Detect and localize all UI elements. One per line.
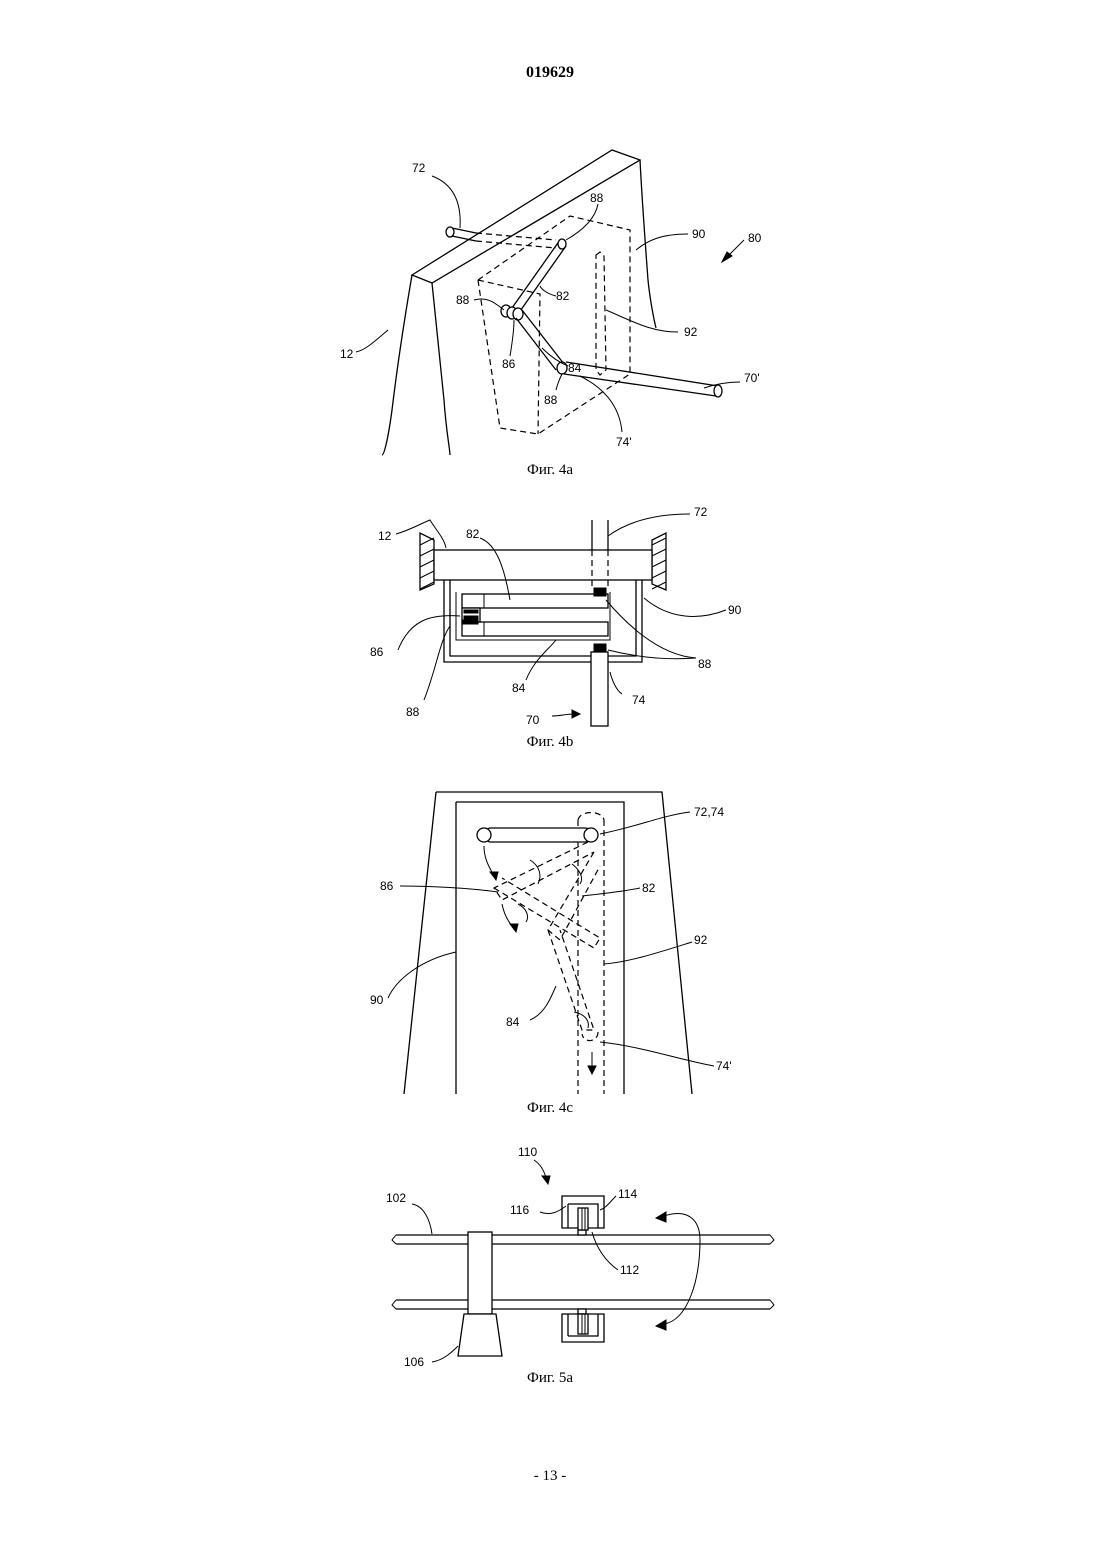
- caption-fig-4a: Фиг. 4a: [0, 462, 1100, 479]
- link-82-positions: [494, 842, 600, 940]
- caption-fig-5a: Фиг. 5a: [0, 1370, 1100, 1387]
- link-82: [462, 594, 608, 608]
- figure-5a-drawing: 110 102 116 114 112 106: [0, 1140, 1100, 1370]
- link-84: [516, 310, 567, 374]
- label-114: 114: [618, 1187, 637, 1201]
- leader-lines: [388, 812, 714, 1066]
- label-86: 86: [370, 645, 384, 659]
- label-12: 12: [378, 529, 392, 543]
- label-88: 88: [406, 705, 420, 719]
- label-82: 82: [466, 527, 480, 541]
- label-80: 80: [748, 231, 762, 245]
- label-88: 88: [544, 393, 558, 407]
- leader-lines: [396, 514, 726, 718]
- rod-72-74: [477, 828, 598, 842]
- label-110: 110: [518, 1145, 537, 1159]
- label-88: 88: [590, 191, 604, 205]
- wall-12-section: [420, 533, 666, 590]
- label-12: 12: [340, 347, 354, 361]
- figure-4c-drawing: 72,74 86 82 92 90 84 74': [0, 785, 1100, 1100]
- label-106: 106: [404, 1355, 424, 1369]
- figure-4b-drawing: 12 82 72 90 86 88 84 74 88 70: [0, 500, 1100, 730]
- rod-70-prime: [564, 362, 722, 397]
- document-number: 019629: [0, 64, 1100, 82]
- label-90: 90: [728, 603, 742, 617]
- label-70-prime: 70': [744, 371, 760, 385]
- label-90: 90: [370, 993, 384, 1007]
- link-84: [462, 622, 608, 636]
- label-70: 70: [526, 713, 540, 727]
- label-72-74: 72,74: [694, 805, 724, 819]
- label-72: 72: [694, 505, 708, 519]
- label-102: 102: [386, 1191, 406, 1205]
- label-90: 90: [692, 227, 706, 241]
- label-82: 82: [642, 881, 656, 895]
- label-74-prime: 74': [616, 435, 632, 449]
- rod-74: [591, 652, 608, 726]
- label-82: 82: [556, 289, 570, 303]
- caption-fig-4b: Фиг. 4b: [0, 734, 1100, 751]
- label-84: 84: [512, 681, 526, 695]
- label-74-prime: 74': [716, 1059, 732, 1073]
- joint-86: [501, 305, 523, 320]
- label-72: 72: [412, 161, 426, 175]
- figure-4a-drawing: 72 88 90 80 82 88 92 12 84 70' 86 88 74': [0, 140, 1100, 460]
- slot-92: [578, 813, 604, 1095]
- shaft-102: [392, 1235, 774, 1309]
- label-92: 92: [684, 325, 698, 339]
- support-106: [458, 1232, 502, 1356]
- caption-fig-4c: Фиг. 4c: [0, 1100, 1100, 1117]
- label-88: 88: [456, 293, 470, 307]
- label-74: 74: [632, 693, 646, 707]
- coupling-110: [562, 1196, 604, 1342]
- label-88: 88: [698, 657, 712, 671]
- label-92: 92: [694, 933, 708, 947]
- label-84: 84: [568, 361, 582, 375]
- wall-12: [382, 150, 656, 455]
- label-116: 116: [510, 1203, 529, 1217]
- label-86: 86: [502, 357, 516, 371]
- label-112: 112: [620, 1263, 639, 1277]
- label-84: 84: [506, 1015, 520, 1029]
- label-86: 86: [380, 879, 394, 893]
- page-number: - 13 -: [0, 1468, 1100, 1485]
- rotation-arrow: [656, 1212, 700, 1330]
